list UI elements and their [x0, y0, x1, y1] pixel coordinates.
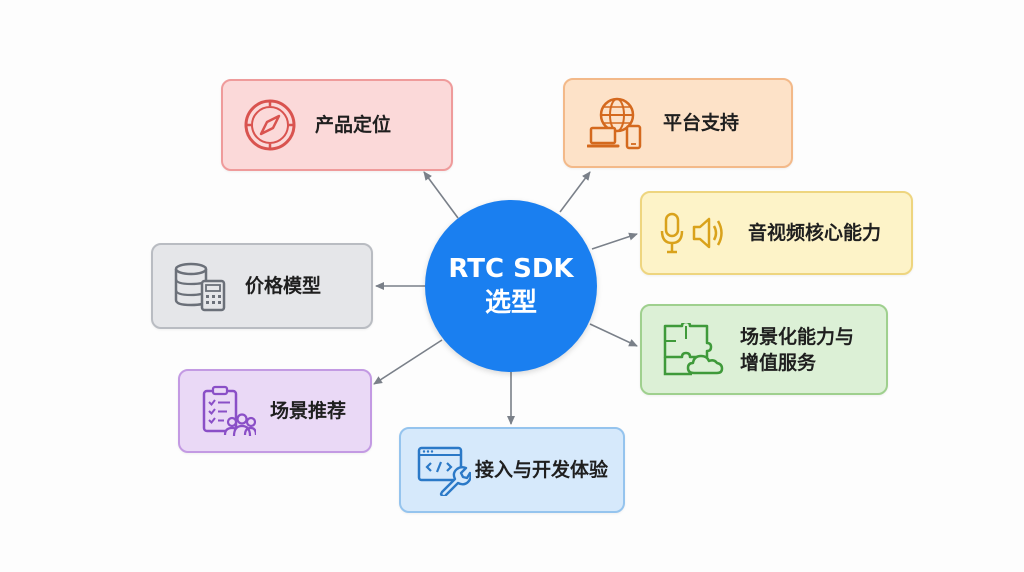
globe-devices-icon	[587, 95, 645, 151]
node-av-core: 音视频核心能力	[640, 191, 913, 275]
arrow-to-recommend	[373, 339, 443, 385]
compass-icon	[243, 98, 297, 152]
arrow-to-scenario-cap	[589, 323, 638, 347]
center-title-line1: RTC SDK	[448, 254, 574, 284]
node-recommend: 场景推荐	[178, 369, 372, 453]
puzzle-cloud-icon	[662, 322, 724, 377]
node-scenario-capabilities-label-line2: 增值服务	[740, 351, 817, 374]
code-wrench-icon	[417, 444, 471, 496]
node-positioning: 产品定位	[221, 79, 453, 171]
node-scenario-capabilities-label-line1: 场景化能力与	[740, 325, 855, 348]
center-title-line2: 选型	[484, 288, 537, 318]
center-node: RTC SDK 选型	[425, 200, 597, 372]
coins-calculator-icon	[173, 260, 227, 312]
node-integration: 接入与开发体验	[399, 427, 625, 513]
node-integration-label: 接入与开发体验	[475, 459, 609, 481]
arrow-to-platform	[559, 171, 591, 213]
checklist-people-icon	[200, 383, 256, 439]
arrow-to-positioning	[423, 171, 459, 219]
node-positioning-label: 产品定位	[315, 114, 392, 136]
microphone-speaker-icon	[660, 211, 726, 255]
node-pricing: 价格模型	[151, 243, 373, 329]
arrow-to-av-core	[591, 232, 638, 250]
node-platform: 平台支持	[563, 78, 793, 168]
node-platform-label: 平台支持	[663, 112, 740, 134]
node-scenario-capabilities-label: 场景化能力与 增值服务	[740, 324, 854, 376]
node-pricing-label: 价格模型	[245, 275, 322, 297]
node-recommend-label: 场景推荐	[270, 400, 347, 422]
node-av-core-label: 音视频核心能力	[748, 222, 882, 244]
node-scenario-capabilities: 场景化能力与 增值服务	[640, 304, 888, 395]
